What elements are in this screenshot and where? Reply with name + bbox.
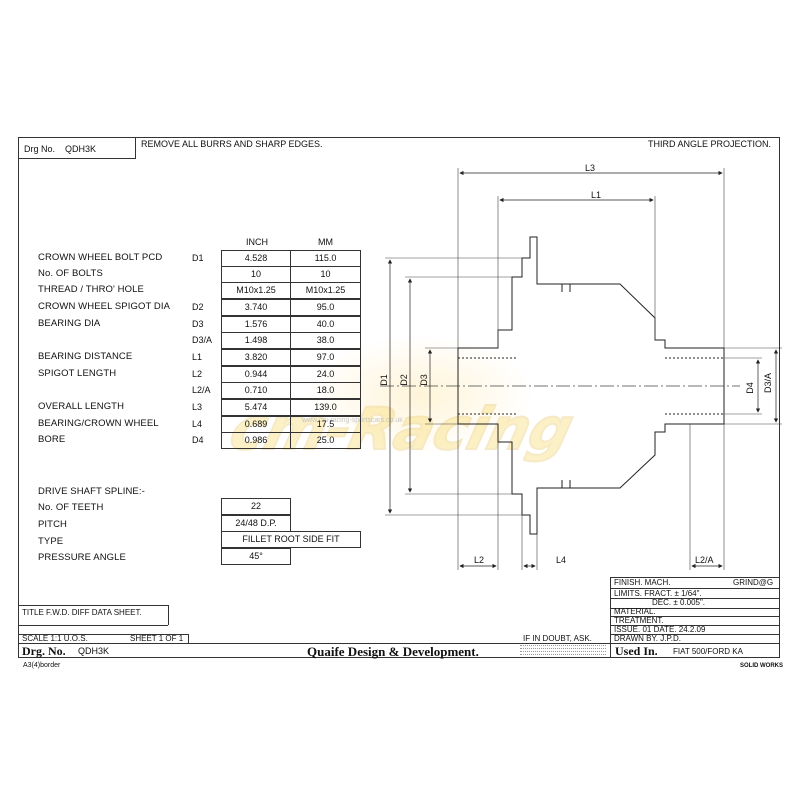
border-template-label: A3(4)border bbox=[23, 662, 61, 669]
dim-label-d3a: D3/A bbox=[763, 372, 774, 394]
general-note: REMOVE ALL BURRS AND SHARP EDGES. bbox=[141, 139, 323, 149]
row-code: L1 bbox=[192, 352, 203, 362]
row-code: D3/A bbox=[192, 335, 213, 345]
dim-label-l3: L3 bbox=[585, 163, 596, 173]
col-mm-header: MM bbox=[318, 237, 333, 247]
tb-rule bbox=[610, 616, 780, 617]
row-label: CROWN WHEEL BOLT PCD bbox=[38, 252, 163, 263]
row-label: No. OF BOLTS bbox=[38, 268, 103, 279]
tb-material: MATERIAL. bbox=[614, 607, 656, 616]
row-mm-value: 97.0 bbox=[290, 349, 361, 366]
row-mm-value: 95.0 bbox=[290, 299, 361, 316]
tb-rule bbox=[610, 634, 780, 635]
tb-drawn-by: DRAWN BY. J.P.D. bbox=[614, 634, 681, 643]
tb-rule bbox=[610, 608, 780, 609]
tb-used-in-label: Used In. bbox=[615, 644, 658, 658]
row-code: D2 bbox=[192, 302, 204, 312]
spline-pitch-label: PITCH bbox=[38, 519, 67, 530]
tb-rule bbox=[18, 634, 188, 635]
spline-teeth-value: 22 bbox=[221, 498, 291, 515]
tb-scale: SCALE 1:1 U.O.S. bbox=[22, 634, 88, 643]
row-mm-value: 18.0 bbox=[290, 382, 361, 399]
watermark-url: www.cm-racing-sportscars.co.uk bbox=[302, 417, 403, 424]
row-code: L3 bbox=[192, 402, 203, 412]
spline-type-label: TYPE bbox=[38, 536, 64, 547]
row-code: L2/A bbox=[192, 385, 211, 395]
tb-rule bbox=[18, 625, 168, 626]
watermark-sun bbox=[305, 335, 535, 455]
tb-limits-fract: LIMITS. FRACT. ± 1/64". bbox=[614, 589, 702, 598]
row-code: D1 bbox=[192, 253, 204, 263]
row-code: D3 bbox=[192, 319, 204, 329]
row-label: SPIGOT LENGTH bbox=[38, 368, 117, 379]
drg-no-value: QDH3K bbox=[65, 144, 97, 154]
spline-teeth-label: No. OF TEETH bbox=[38, 502, 104, 513]
row-mm-value: 38.0 bbox=[290, 332, 361, 349]
tb-rule bbox=[188, 634, 189, 643]
tb-copyright-fine-print bbox=[520, 643, 606, 657]
spline-type-value: FILLET ROOT SIDE FIT bbox=[221, 531, 361, 548]
tb-rule bbox=[610, 625, 780, 626]
col-inch-header: INCH bbox=[246, 237, 268, 247]
extension-lines bbox=[385, 168, 782, 570]
row-label: BEARING DIA bbox=[38, 318, 101, 329]
row-mm-value: 139.0 bbox=[290, 399, 361, 416]
tb-doubt: IF IN DOUBT, ASK. bbox=[523, 634, 592, 643]
drg-no-label: Drg No. bbox=[24, 144, 56, 154]
spline-angle-value: 45° bbox=[221, 548, 291, 565]
tb-limits-dec: DEC. ± 0.005". bbox=[652, 598, 706, 607]
tb-used-in-value: FIAT 500/FORD KA bbox=[673, 647, 743, 656]
tb-rule bbox=[610, 588, 780, 589]
row-code: L4 bbox=[192, 419, 203, 429]
tb-rule bbox=[610, 643, 611, 658]
dim-label-l4: L4 bbox=[556, 555, 567, 565]
tb-drg-no-label: Drg. No. bbox=[22, 644, 66, 658]
row-mm-value: M10x1.25 bbox=[290, 282, 361, 299]
title-block-frame bbox=[610, 577, 780, 658]
row-label: CROWN WHEEL SPIGOT DIA bbox=[38, 301, 171, 312]
dim-label-d3: D3 bbox=[418, 374, 429, 386]
dim-label-l2: L2 bbox=[474, 555, 485, 565]
row-code: D4 bbox=[192, 435, 204, 445]
tb-rule bbox=[18, 643, 780, 644]
row-label: THREAD / THRO' HOLE bbox=[38, 284, 144, 295]
tb-issue: ISSUE. 01 DATE. 24.2.09 bbox=[614, 625, 706, 634]
row-mm-value: 25.0 bbox=[290, 432, 361, 449]
row-code: L2 bbox=[192, 369, 203, 379]
row-label: BEARING/CROWN WHEEL bbox=[38, 418, 159, 429]
tb-rule bbox=[168, 605, 169, 625]
projection-note: THIRD ANGLE PROJECTION. bbox=[648, 139, 772, 149]
dim-label-l2a: L2/A bbox=[695, 555, 714, 565]
tb-rule bbox=[18, 605, 168, 606]
dimension-lines bbox=[387, 170, 779, 569]
dim-label-d2: D2 bbox=[398, 374, 409, 386]
dim-label-d4: D4 bbox=[744, 382, 755, 394]
tb-company: Quaife Design & Development. bbox=[307, 644, 479, 659]
drawing-sheet-border bbox=[18, 137, 780, 658]
dim-label-d1: D1 bbox=[378, 374, 389, 386]
row-label: BORE bbox=[38, 434, 66, 445]
spline-angle-label: PRESSURE ANGLE bbox=[38, 552, 126, 563]
tb-finish-right: GRIND@G bbox=[733, 578, 774, 587]
dim-label-l1: L1 bbox=[591, 190, 602, 200]
drg-no-box bbox=[18, 137, 136, 159]
row-label: OVERALL LENGTH bbox=[38, 401, 125, 412]
software-label: SOLID WORKS bbox=[740, 663, 783, 669]
tb-rule bbox=[610, 598, 780, 599]
spline-heading: DRIVE SHAFT SPLINE:- bbox=[38, 486, 145, 497]
tb-treatment: TREATMENT. bbox=[614, 616, 664, 625]
row-label: BEARING DISTANCE bbox=[38, 351, 133, 362]
tb-title: TITLE F.W.D. DIFF DATA SHEET. bbox=[22, 608, 142, 617]
tb-finish: FINISH. MACH. bbox=[614, 578, 671, 587]
tb-drg-no-value: QDH3K bbox=[78, 646, 110, 656]
tb-sheet: SHEET 1 OF 1 bbox=[130, 634, 184, 643]
